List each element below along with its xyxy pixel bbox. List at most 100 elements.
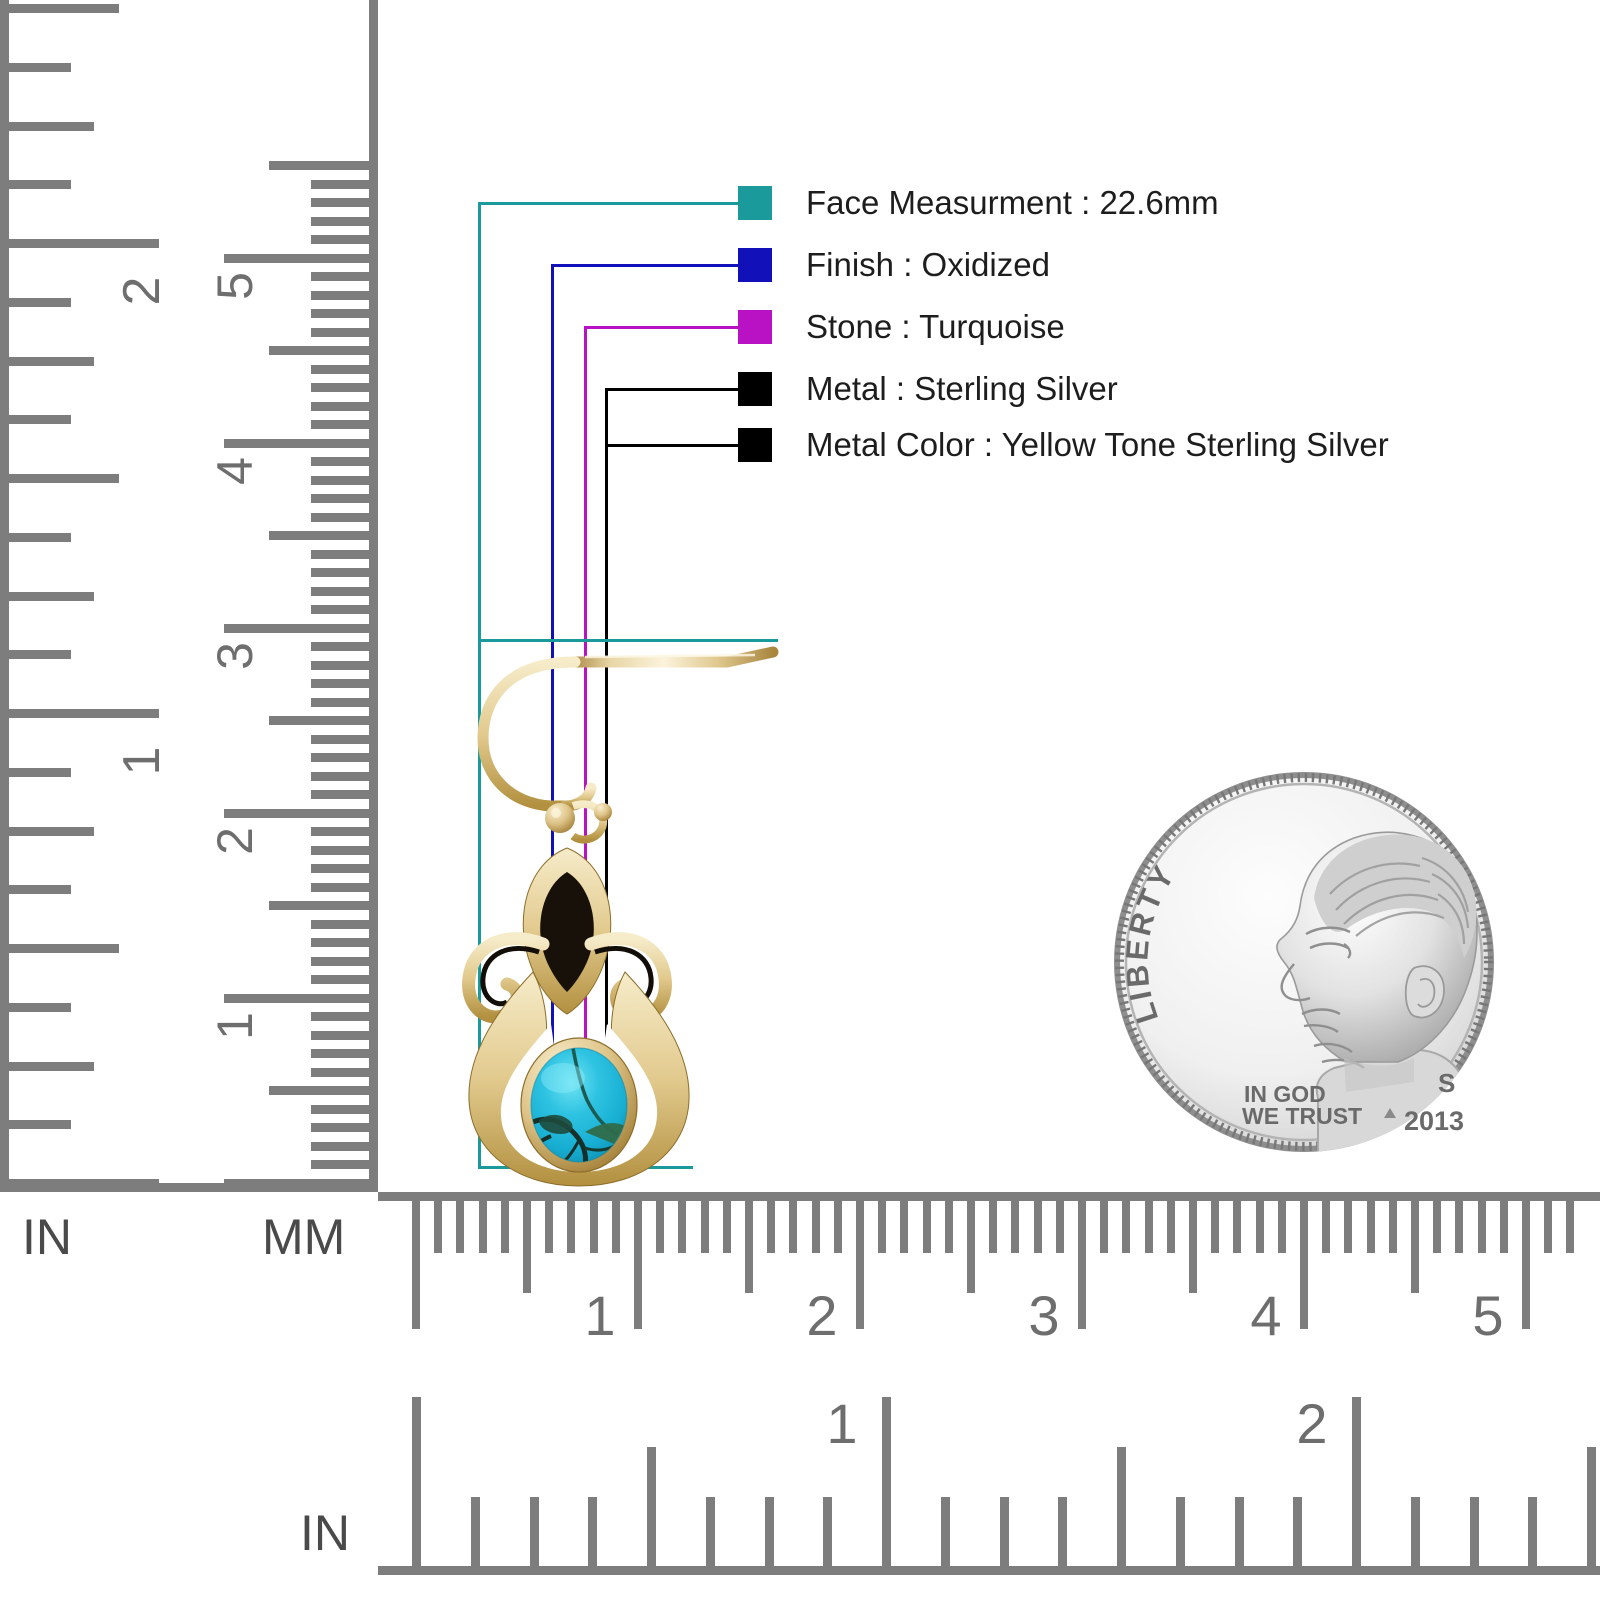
ear-wire [477, 646, 779, 812]
leader-horizontal-metal [605, 388, 738, 391]
vertical-inch-tick [9, 1179, 159, 1188]
horizontal-mm-tick [1233, 1201, 1242, 1253]
vertical-inch-tick [9, 62, 71, 72]
horizontal-inch-tick [529, 1497, 539, 1575]
horizontal-mm-tick [878, 1201, 887, 1253]
vertical-mm-tick [224, 1179, 369, 1188]
vertical-mm-tick [311, 845, 369, 855]
vertical-inch-tick [9, 591, 94, 601]
measurement-bracket-top-arm [478, 639, 778, 642]
vertical-mm-tick [269, 716, 369, 726]
legend-swatch-stone [738, 310, 772, 344]
horizontal-mm-tick [678, 1201, 687, 1253]
filigree-marquise [522, 847, 612, 1015]
horizontal-mm-tick [434, 1201, 443, 1253]
horizontal-mm-tick [1100, 1201, 1109, 1253]
horizontal-mm-tick [1055, 1201, 1064, 1253]
horizontal-mm-tick [811, 1201, 820, 1253]
horizontal-mm-tick [1300, 1201, 1308, 1329]
vertical-ruler-mm-unit-label: MM [262, 1209, 346, 1265]
vertical-inch-tick [9, 826, 94, 836]
legend-row-metal-color: Metal Color : Yellow Tone Sterling Silve… [738, 425, 1389, 465]
horizontal-ruler-top-rail [378, 1192, 1600, 1201]
horizontal-mm-tick [1033, 1201, 1042, 1253]
vertical-mm-tick [311, 383, 369, 393]
horizontal-mm-tick [900, 1201, 909, 1253]
legend-row-finish: Finish : Oxidized [738, 245, 1050, 285]
vertical-inch-tick [9, 1002, 71, 1012]
horizontal-mm-tick [1366, 1201, 1375, 1253]
horizontal-mm-tick [833, 1201, 842, 1253]
horizontal-mm-tick [722, 1201, 731, 1253]
horizontal-inch-tick [588, 1497, 598, 1575]
vertical-inch-tick [9, 356, 94, 366]
horizontal-mm-tick [745, 1201, 753, 1293]
horizontal-mm-tick [1144, 1201, 1153, 1253]
horizontal-mm-tick [1166, 1201, 1175, 1253]
vertical-mm-tick [311, 179, 369, 189]
vertical-mm-tick [311, 1030, 369, 1040]
coin-motto-line-1: IN GOD [1244, 1081, 1326, 1107]
inch-ruler-unit-label: IN [300, 1505, 350, 1561]
horizontal-cm-label: 4 [1250, 1284, 1282, 1347]
vertical-cm-label: 5 [207, 271, 263, 300]
legend-swatch-metal-color [738, 428, 772, 462]
vertical-mm-tick [311, 568, 369, 578]
horizontal-mm-tick [656, 1201, 665, 1253]
leader-horizontal-stone [584, 326, 738, 329]
vertical-inch-label: 1 [113, 746, 171, 776]
legend-row-face-measurement: Face Measurment : 22.6mm [738, 183, 1219, 223]
vertical-mm-tick [311, 1067, 369, 1077]
leader-vertical-stone [584, 326, 587, 1147]
coin-mintmark: S [1438, 1068, 1455, 1098]
horizontal-mm-tick [456, 1201, 465, 1253]
horizontal-mm-tick [967, 1201, 975, 1293]
horizontal-inch-label: 1 [826, 1392, 858, 1455]
vertical-cm-label: 2 [207, 827, 263, 855]
horizontal-mm-tick [856, 1201, 864, 1329]
horizontal-mm-tick [412, 1201, 420, 1329]
dime-coin-image: LIBERTY IN GOD WE TRUST S 2013 [1108, 762, 1498, 1162]
horizontal-mm-tick [500, 1201, 509, 1253]
vertical-mm-tick [311, 309, 369, 319]
vertical-mm-tick [311, 1012, 369, 1022]
horizontal-mm-tick [1277, 1201, 1286, 1253]
horizontal-mm-tick [1011, 1201, 1020, 1253]
horizontal-mm-tick [634, 1201, 642, 1329]
horizontal-inch-label: 2 [1296, 1392, 1328, 1455]
vertical-mm-tick [311, 549, 369, 559]
vertical-inch-tick [9, 944, 119, 953]
vertical-cm-label: 4 [207, 456, 263, 485]
horizontal-inch-tick [1469, 1497, 1479, 1575]
horizontal-mm-tick [1189, 1201, 1197, 1293]
horizontal-cm-label: 5 [1472, 1284, 1504, 1347]
horizontal-mm-tick [478, 1201, 487, 1253]
vertical-mm-tick [311, 642, 369, 652]
vertical-mm-tick [224, 808, 369, 818]
vertical-inch-tick [9, 532, 71, 542]
horizontal-mm-tick [611, 1201, 620, 1253]
vertical-inch-tick [9, 709, 159, 718]
coin-year: 2013 [1404, 1106, 1464, 1136]
vertical-mm-tick [311, 198, 369, 208]
leader-horizontal-finish [551, 264, 738, 267]
vertical-ruler-left-spine [0, 0, 9, 1192]
vertical-mm-tick [269, 161, 369, 171]
vertical-cm-label: 3 [207, 641, 263, 670]
horizontal-inch-tick [1293, 1497, 1303, 1575]
connector-loop [545, 800, 612, 844]
horizontal-mm-tick [1255, 1201, 1264, 1253]
vertical-mm-tick [311, 512, 369, 522]
leader-vertical-face-measurement [478, 202, 481, 1167]
horizontal-cm-label: 3 [1028, 1284, 1060, 1347]
vertical-mm-tick [224, 993, 369, 1003]
horizontal-mm-tick [589, 1201, 598, 1253]
horizontal-inch-tick [1234, 1497, 1244, 1575]
vertical-mm-tick [311, 827, 369, 837]
legend-swatch-face-measurement [738, 186, 772, 220]
vertical-ruler-right-spine [369, 0, 378, 1192]
vertical-mm-tick [311, 1160, 369, 1170]
vertical-mm-tick [311, 753, 369, 763]
product-image-earring [455, 600, 825, 1200]
horizontal-mm-tick [1078, 1201, 1086, 1329]
